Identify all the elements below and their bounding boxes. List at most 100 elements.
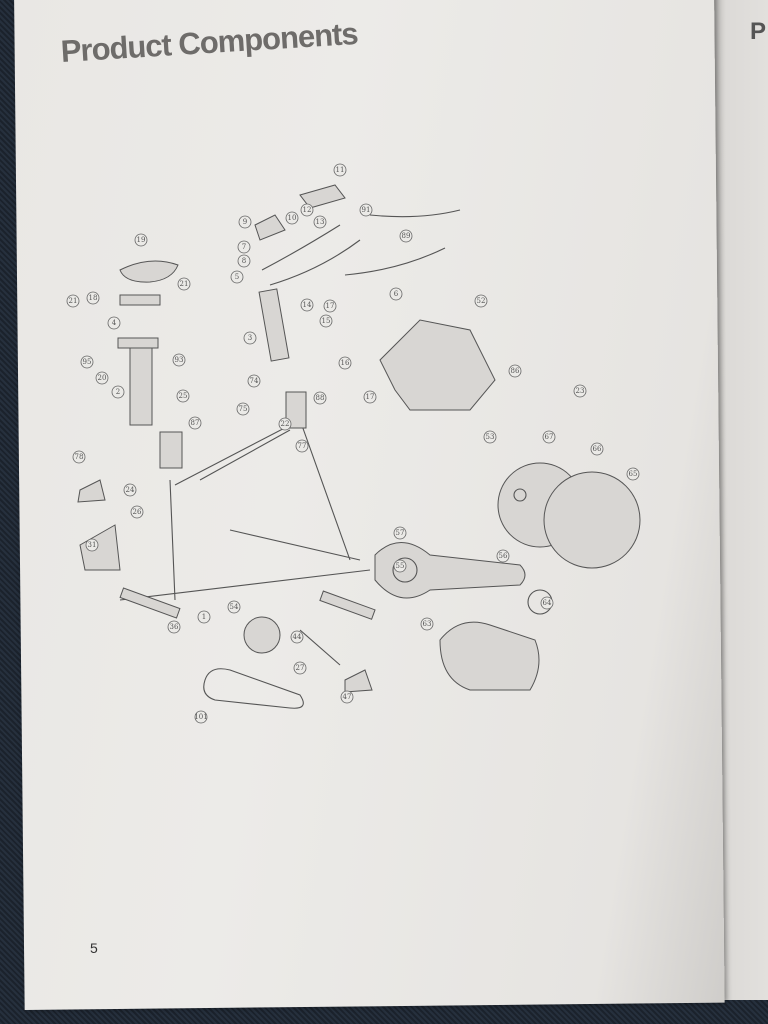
part-callout: 65 [626, 467, 640, 481]
part-number: 77 [298, 442, 307, 450]
part-number: 44 [293, 633, 302, 641]
part-callout: 8 [237, 254, 251, 268]
part-callout: 17 [323, 299, 337, 313]
callout-circle [393, 559, 407, 573]
bike-frame [119, 288, 371, 601]
part-number: 24 [126, 486, 135, 494]
part-callout: 31 [85, 538, 99, 552]
part-number: 13 [316, 218, 325, 226]
part-number: 21 [69, 297, 78, 305]
part-callout: 18 [86, 291, 100, 305]
callout-circle [167, 620, 181, 634]
part-number: 14 [303, 301, 312, 309]
part-number: 6 [394, 290, 399, 298]
callout-circle [123, 483, 137, 497]
callout-circle [237, 254, 251, 268]
callout-circle [508, 364, 522, 378]
callout-circle [474, 294, 488, 308]
part-callout: 95 [80, 355, 94, 369]
part-number: 54 [230, 603, 239, 611]
part-number: 3 [248, 334, 252, 342]
part-number: 15 [322, 317, 331, 325]
part-callout: 87 [188, 416, 202, 430]
part-number: 9 [243, 218, 247, 226]
part-number: 11 [336, 166, 345, 174]
part-number: 67 [545, 433, 554, 441]
facing-page-heading: P [750, 18, 767, 45]
part-callout: 19 [134, 233, 148, 247]
flywheel [497, 462, 641, 569]
callout-circle [540, 596, 554, 610]
part-callout: 16 [338, 356, 352, 370]
part-callout: 52 [474, 294, 488, 308]
part-number: 22 [281, 420, 290, 428]
part-number: 95 [83, 358, 92, 366]
part-number: 87 [191, 419, 200, 427]
callout-circle [399, 229, 413, 243]
part-callout: 54 [227, 600, 241, 614]
part-number: 65 [629, 470, 638, 478]
part-number: 23 [576, 387, 585, 395]
part-number: 64 [543, 599, 552, 607]
part-callout: 21 [177, 277, 191, 291]
part-callout: 74 [247, 374, 261, 388]
part-number: 89 [402, 232, 411, 240]
part-number: 63 [423, 620, 432, 628]
part-number: 66 [593, 445, 602, 453]
part-callout: 89 [399, 229, 413, 243]
part-callout: 12 [300, 203, 314, 217]
part-number: 20 [98, 374, 107, 382]
part-callout: 6 [389, 287, 403, 301]
callout-circle [85, 538, 99, 552]
callout-circle [86, 291, 100, 305]
callout-circle [389, 287, 403, 301]
part-callout: 44 [290, 630, 304, 644]
callout-circle [227, 600, 241, 614]
part-callout: 55 [393, 559, 407, 573]
part-number: 78 [75, 453, 84, 461]
part-callout: 77 [295, 439, 309, 453]
part-callout: 15 [319, 314, 333, 328]
part-callout: 88 [313, 391, 327, 405]
part-callout: 17 [363, 390, 377, 404]
part-number: 1 [202, 613, 206, 621]
part-number: 88 [316, 394, 325, 402]
seat [117, 260, 179, 349]
part-callout: 25 [176, 389, 190, 403]
part-callout: 75 [236, 402, 250, 416]
callout-circle [111, 385, 125, 399]
part-callout: 93 [172, 353, 186, 367]
part-number: 55 [396, 562, 405, 570]
callout-circle [338, 356, 352, 370]
callout-circle [247, 374, 261, 388]
callout-circle [285, 211, 299, 225]
callout-circle [172, 353, 186, 367]
callout-circle [542, 430, 556, 444]
callout-circle [359, 203, 373, 217]
part-callout: 64 [540, 596, 554, 610]
handlebar [254, 184, 461, 286]
part-number: 17 [366, 393, 375, 401]
callout-circle [293, 661, 307, 675]
part-callout: 5 [230, 270, 244, 284]
callout-circle [230, 270, 244, 284]
part-callout: 10 [285, 211, 299, 225]
part-number: 31 [88, 541, 97, 549]
callout-circle [420, 617, 434, 631]
part-callout: 66 [590, 442, 604, 456]
part-number: 52 [477, 297, 486, 305]
part-callout: 21 [66, 294, 80, 308]
callout-circle [177, 277, 191, 291]
callout-circle [300, 203, 314, 217]
callout-circle [590, 442, 604, 456]
part-callout: 4 [107, 316, 121, 330]
part-callout: 57 [393, 526, 407, 540]
callout-circle [363, 390, 377, 404]
part-number: 26 [133, 508, 142, 516]
part-callout: 24 [123, 483, 137, 497]
callout-circle [496, 549, 510, 563]
part-callout: 11 [333, 163, 347, 177]
part-callout: 2 [111, 385, 125, 399]
part-number: 56 [499, 552, 508, 560]
